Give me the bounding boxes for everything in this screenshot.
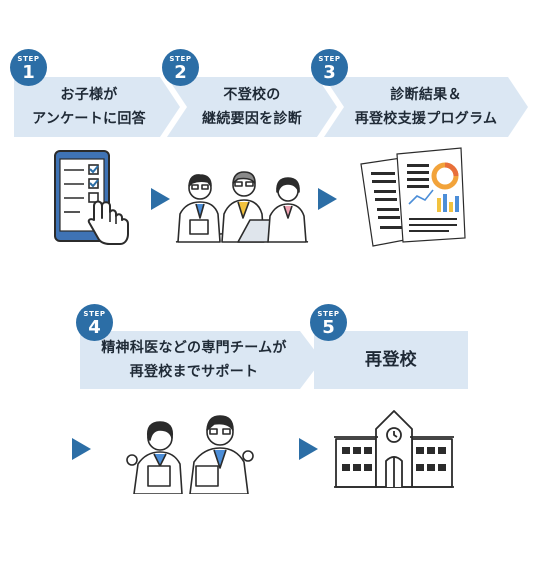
step-1-line2: アンケートに回答 [32,111,146,127]
step-5-badge-number: 5 [322,316,335,338]
step-3-line2: 再登校支援プログラム [354,111,498,127]
flow-arrow-icon [151,188,170,210]
step-3-line1: 診断結果＆ [390,87,462,103]
step-3-badge-label: STEP [318,54,341,63]
step-1-banner: お子様が アンケートに回答 [14,77,164,137]
step-2-badge: STEP 2 [162,49,199,86]
step-4-banner: 精神科医などの専門チームが 再登校までサポート [82,331,306,389]
step-4-badge-number: 4 [88,316,101,338]
step-1-badge-label: STEP [17,54,40,63]
diagnosis-report-icon [360,147,466,247]
step-5-banner: 再登校 [314,331,468,389]
step-1-banner-shape [14,77,180,137]
flow-arrow-icon [299,438,318,460]
step-1-line1: お子様が [60,87,118,103]
step-4-badge-label: STEP [83,309,106,318]
step-3-badge: STEP 3 [311,49,348,86]
tablet-survey-icon [54,150,129,245]
step-3-banner: 診断結果＆ 再登校支援プログラム [338,77,514,137]
school-building-icon [334,410,454,488]
doctors-meeting-icon [175,171,309,243]
flow-arrow-icon [318,188,337,210]
step-4-badge: STEP 4 [76,304,113,341]
step-1-badge: STEP 1 [10,49,47,86]
step-5-badge: STEP 5 [310,304,347,341]
step-5-badge-label: STEP [317,309,340,318]
step-2-line2: 継続要因を診断 [201,111,303,127]
step-2-badge-label: STEP [169,54,192,63]
step-4-line2: 再登校までサポート [129,364,259,380]
step-2-badge-number: 2 [174,61,187,83]
step-4-banner-shape [80,331,322,389]
step-2-banner: 不登校の 継続要因を診断 [180,77,324,137]
step-1-badge-number: 1 [22,61,35,83]
step-2-line1: 不登校の [223,87,281,103]
step-4-line1: 精神科医などの専門チームが [101,340,287,356]
step-2-banner-shape [167,77,337,137]
step-3-badge-number: 3 [323,61,336,83]
flow-arrow-icon [72,438,91,460]
step-5-banner-shape [314,331,468,389]
step-5-line1: 再登校 [365,350,417,370]
doctors-support-icon [126,415,254,494]
step-3-banner-shape [324,77,528,137]
